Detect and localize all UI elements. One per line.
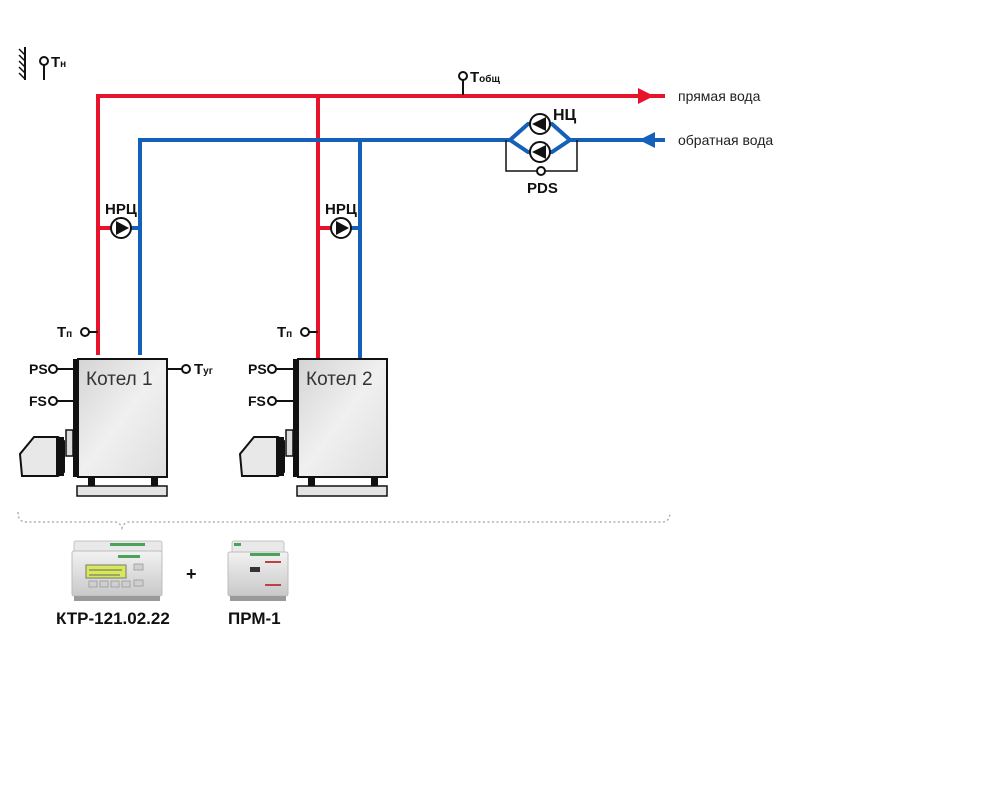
svg-text:Tн: Tн bbox=[51, 54, 66, 71]
boiler-1-fs: FS bbox=[29, 393, 47, 409]
recirc-pump-1: НРЦ bbox=[105, 201, 137, 239]
svg-text:Tп: Tп bbox=[277, 324, 292, 341]
common-sensor-label: T bbox=[470, 69, 479, 86]
boiler-1-tug-label: T bbox=[194, 361, 203, 378]
supply-pipe bbox=[96, 94, 665, 358]
module-label: ПРМ-1 bbox=[228, 609, 281, 628]
plus-sign: + bbox=[186, 564, 197, 584]
outdoor-sensor-label: T bbox=[51, 54, 60, 71]
module-device: ПРМ-1 bbox=[227, 540, 289, 628]
boiler-2-ps: PS bbox=[248, 361, 267, 377]
boiler-1-tp-label: T bbox=[57, 324, 66, 341]
boiler-2-title: Котел 2 bbox=[306, 369, 373, 390]
controller-device: КТР-121.02.22 bbox=[56, 540, 170, 628]
outdoor-sensor-sub: н bbox=[60, 59, 66, 70]
network-pump-label: НЦ bbox=[553, 107, 577, 124]
common-sensor-sub: общ bbox=[479, 73, 500, 85]
boiler-2-tp-label: T bbox=[277, 324, 286, 341]
recirc-pump-1-label: НРЦ bbox=[105, 201, 137, 218]
burner-icon bbox=[238, 429, 294, 477]
svg-text:Tобщ: Tобщ bbox=[470, 69, 500, 86]
boiler-1-title: Котел 1 bbox=[86, 369, 153, 390]
pds-sensor: PDS bbox=[505, 140, 578, 197]
return-arrow-icon bbox=[639, 132, 655, 148]
boiler-1-tp-sub: п bbox=[66, 329, 72, 340]
svg-text:Tп: Tп bbox=[57, 324, 72, 341]
boiler-2: Tп Котел 2 PS FS bbox=[238, 324, 388, 497]
legend-supply: прямая вода bbox=[678, 88, 761, 104]
recirc-pump-2: НРЦ bbox=[325, 201, 357, 239]
legend-return: обратная вода bbox=[678, 132, 773, 148]
controller-label: КТР-121.02.22 bbox=[56, 609, 170, 628]
supply-arrow-icon bbox=[638, 88, 654, 104]
boiler-1-tug-sub: уг bbox=[203, 366, 213, 377]
recirc-pump-2-label: НРЦ bbox=[325, 201, 357, 218]
svg-text:Tуг: Tуг bbox=[194, 361, 213, 378]
boiler-1: Tп Котел 1 PS FS Tуг bbox=[18, 324, 213, 497]
common-temp-sensor: Tобщ bbox=[458, 69, 500, 95]
boiler-2-fs: FS bbox=[248, 393, 266, 409]
outdoor-temp-sensor: Tн bbox=[18, 47, 66, 80]
boiler-1-ps: PS bbox=[29, 361, 48, 377]
boiler-2-tp-sub: п bbox=[286, 329, 292, 340]
network-pumps: НЦ bbox=[529, 107, 577, 163]
pds-label: PDS bbox=[527, 180, 558, 197]
grouping-brace bbox=[17, 511, 671, 531]
burner-icon bbox=[18, 429, 74, 477]
return-pipe bbox=[130, 122, 665, 358]
